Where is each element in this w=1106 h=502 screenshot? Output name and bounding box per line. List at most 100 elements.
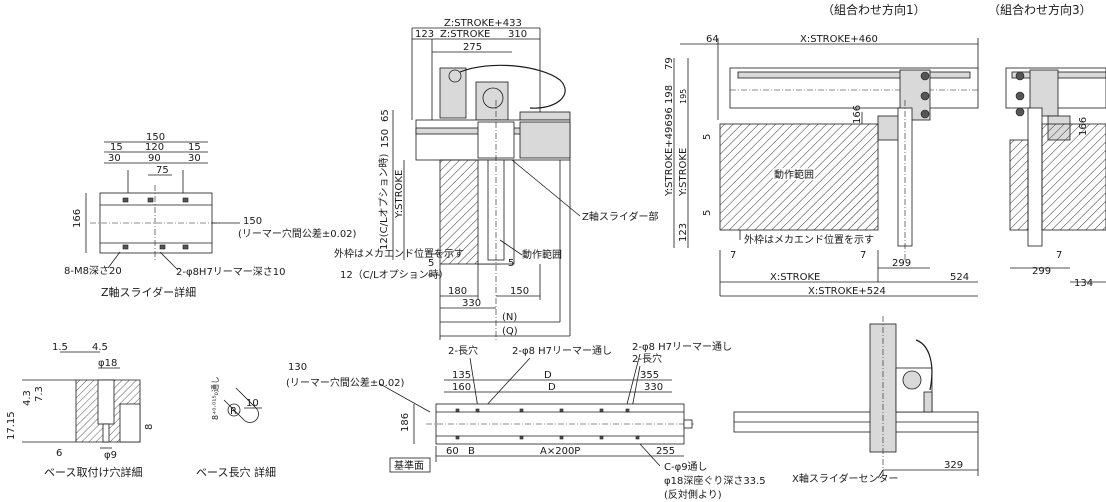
base-hole-detail: 1.5 4.5 φ18 7.3 4.3 17.15 8 6 φ9 ベース取付け穴… — [6, 342, 155, 479]
svg-text:7.3: 7.3 — [34, 386, 45, 402]
svg-text:150: 150 — [146, 132, 165, 143]
svg-text:B: B — [468, 446, 475, 457]
svg-text:8-M8深さ20: 8-M8深さ20 — [64, 265, 122, 277]
base-slot-detail-title: ベース長穴 詳細 — [196, 465, 276, 479]
svg-text:(N): (N) — [502, 312, 517, 323]
svg-text:φ9: φ9 — [104, 450, 117, 461]
svg-text:6: 6 — [56, 448, 62, 459]
svg-text:2-長穴: 2-長穴 — [632, 352, 662, 365]
svg-text:75: 75 — [156, 165, 169, 176]
svg-text:180: 180 — [448, 286, 467, 297]
svg-text:2-φ8H7リーマー深さ10: 2-φ8H7リーマー深さ10 — [176, 266, 286, 278]
svg-text:Y:STROKE: Y:STROKE — [678, 148, 689, 197]
side-cable — [915, 339, 933, 391]
svg-text:Y:STROKE+496: Y:STROKE+496 — [664, 120, 675, 197]
svg-text:299: 299 — [892, 258, 911, 269]
slot-outline — [223, 387, 259, 423]
svg-text:330: 330 — [462, 298, 481, 309]
svg-text:195: 195 — [679, 89, 688, 104]
svg-text:2-φ8 H7リーマー通し: 2-φ8 H7リーマー通し — [632, 341, 732, 353]
svg-text:動作範囲: 動作範囲 — [774, 168, 814, 181]
z-axis-view: Z:STROKE+433 123 Z:STROKE 310 275 150 65… — [334, 18, 658, 340]
svg-text:186: 186 — [400, 413, 411, 432]
base-view: 130 (リーマー穴間公差±0.02) 2-長穴 2-φ8 H7リーマー通し 2… — [286, 341, 766, 501]
svg-text:Z軸スライダー部: Z軸スライダー部 — [582, 210, 658, 223]
svg-text:外枠はメカエンド位置を示す: 外枠はメカエンド位置を示す — [334, 247, 464, 260]
svg-text:255: 255 — [656, 446, 675, 457]
cable — [459, 64, 566, 109]
svg-text:D: D — [548, 382, 556, 393]
svg-text:基準面: 基準面 — [394, 459, 424, 472]
svg-text:5: 5 — [702, 134, 713, 140]
svg-text:130: 130 — [288, 362, 307, 373]
svg-text:4.5: 4.5 — [92, 342, 108, 353]
svg-text:123: 123 — [678, 223, 689, 242]
z-slider-detail-title: Z軸スライダー詳細 — [101, 285, 196, 299]
header-dir1: （組合わせ方向1） — [822, 2, 926, 17]
side-view: 329 X軸スライダーセンター — [733, 316, 979, 485]
svg-text:D: D — [544, 370, 552, 381]
svg-text:8⁺⁰·⁰¹⁵₀通し: 8⁺⁰·⁰¹⁵₀通し — [210, 376, 220, 420]
svg-text:C-φ9通し: C-φ9通し — [664, 461, 708, 473]
svg-text:A×200P: A×200P — [540, 446, 580, 457]
svg-text:R: R — [230, 406, 237, 417]
svg-text:166: 166 — [852, 105, 863, 124]
base-slot-detail: R 10 8⁺⁰·⁰¹⁵₀通し ベース長穴 詳細 — [196, 376, 276, 479]
svg-text:30: 30 — [108, 153, 121, 164]
svg-text:X:STROKE+460: X:STROKE+460 — [800, 34, 878, 45]
svg-text:Z:STROKE+433: Z:STROKE+433 — [444, 18, 522, 29]
svg-text:123: 123 — [415, 29, 434, 40]
svg-text:X:STROKE: X:STROKE — [770, 272, 820, 283]
svg-text:310: 310 — [508, 29, 527, 40]
svg-text:96: 96 — [664, 107, 675, 120]
xy-view-1: 64 X:STROKE+460 動作範囲 79 198 195 96 Y:STR… — [664, 34, 979, 297]
svg-text:60: 60 — [446, 446, 459, 457]
svg-text:5: 5 — [702, 210, 713, 216]
svg-text:φ18深座ぐり深さ33.5: φ18深座ぐり深さ33.5 — [664, 474, 766, 487]
svg-text:524: 524 — [950, 272, 969, 283]
svg-text:166: 166 — [1078, 117, 1089, 136]
svg-text:12(C/Lオプション時): 12(C/Lオプション時) — [378, 153, 390, 250]
svg-text:17.15: 17.15 — [6, 411, 17, 440]
svg-text:外枠はメカエンド位置を示す: 外枠はメカエンド位置を示す — [744, 233, 874, 246]
header-dir3: （組合わせ方向3） — [988, 2, 1092, 17]
svg-text:X軸スライダーセンター: X軸スライダーセンター — [792, 472, 898, 485]
svg-text:4.3: 4.3 — [22, 390, 33, 406]
svg-text:φ18: φ18 — [98, 358, 117, 369]
svg-text:(リーマー穴間公差±0.02): (リーマー穴間公差±0.02) — [286, 376, 405, 389]
svg-text:2-長穴: 2-長穴 — [448, 344, 478, 357]
svg-text:2-φ8 H7リーマー通し: 2-φ8 H7リーマー通し — [512, 345, 612, 357]
svg-text:299: 299 — [1032, 266, 1051, 277]
svg-text:1.5: 1.5 — [52, 342, 68, 353]
svg-text:動作範囲: 動作範囲 — [522, 248, 562, 261]
svg-text:7: 7 — [730, 250, 736, 261]
reference-face-box — [389, 457, 431, 473]
svg-text:330: 330 — [644, 382, 663, 393]
svg-text:12（C/Lオプション時）: 12（C/Lオプション時） — [340, 269, 449, 281]
z-slider-detail: 150 15 120 15 30 90 30 75 166 150 (リーマー穴… — [64, 132, 357, 299]
svg-text:150: 150 — [510, 286, 529, 297]
svg-text:150: 150 — [243, 216, 262, 227]
svg-text:160: 160 — [452, 382, 471, 393]
svg-text:5: 5 — [428, 258, 434, 269]
svg-text:355: 355 — [640, 370, 659, 381]
svg-text:30: 30 — [188, 153, 201, 164]
tap-holes — [122, 197, 189, 250]
svg-text:5: 5 — [508, 258, 514, 269]
xy-view-3: 166 7 299 134 — [1005, 67, 1106, 289]
base-hole-detail-title: ベース取付け穴詳細 — [44, 465, 142, 479]
svg-text:135: 135 — [452, 370, 471, 381]
svg-text:15: 15 — [110, 142, 123, 153]
svg-text:150: 150 — [380, 129, 391, 148]
svg-text:79: 79 — [664, 57, 675, 70]
svg-text:Y:STROKE: Y:STROKE — [394, 170, 405, 219]
svg-text:64: 64 — [706, 34, 719, 45]
svg-text:10: 10 — [246, 398, 259, 409]
svg-text:(Q): (Q) — [502, 326, 518, 337]
svg-text:(リーマー穴間公差±0.02): (リーマー穴間公差±0.02) — [238, 227, 357, 240]
svg-text:Z:STROKE: Z:STROKE — [440, 29, 490, 40]
svg-text:65: 65 — [380, 109, 391, 122]
svg-text:275: 275 — [463, 42, 482, 53]
